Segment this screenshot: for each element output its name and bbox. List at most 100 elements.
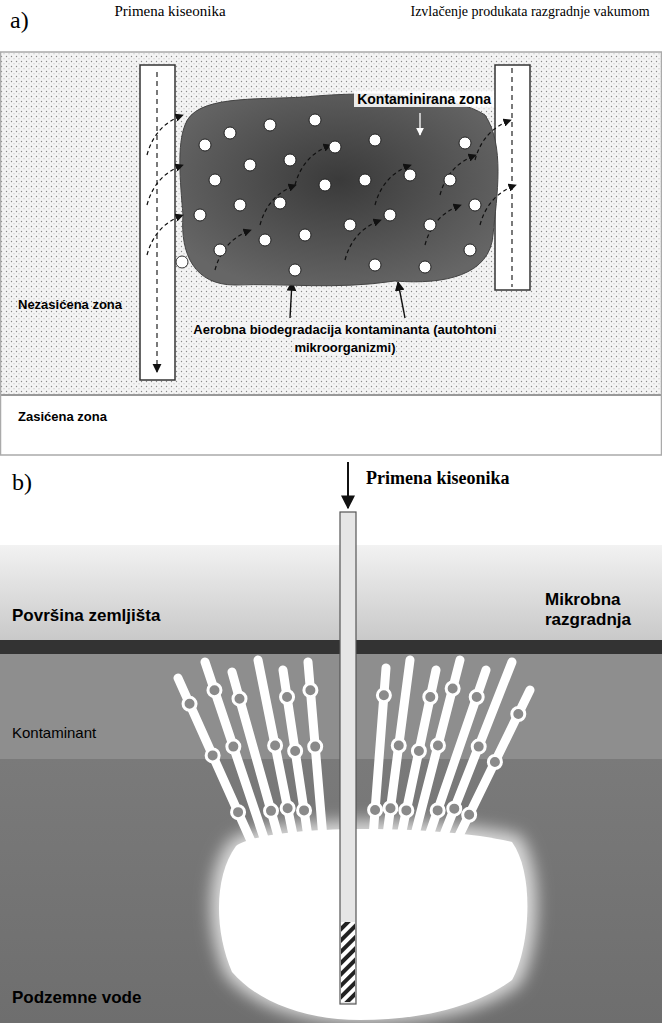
flow-arrow: [425, 205, 461, 245]
microbe-dot: [369, 259, 381, 271]
channel: [452, 690, 530, 850]
microbe-dot: [309, 114, 321, 126]
label-slot: a): [10, 6, 70, 35]
panel-b: [0, 458, 662, 1023]
panel-frame: [1, 52, 662, 455]
microbe-dot: [424, 219, 436, 231]
flow-arrow: [480, 185, 516, 225]
microbe-ring: [304, 684, 317, 697]
microbe-ring: [470, 691, 483, 704]
microbe-ring: [384, 802, 397, 815]
panel-a: [0, 52, 662, 455]
microbe-ring: [183, 697, 196, 710]
microbe-ring: [289, 745, 302, 758]
label-slot: Mikrobna razgradnja: [545, 590, 657, 631]
well-label: Primena kiseonika: [114, 3, 225, 19]
microbe-dot: [444, 174, 456, 186]
microbe-ring: [377, 689, 390, 702]
microbe-ring: [281, 691, 294, 704]
label-slot: b): [12, 468, 72, 497]
label-slot: Površina zemljišta: [12, 606, 252, 626]
sky: [0, 458, 662, 545]
panel-letter: b): [12, 469, 32, 495]
layer-label: Površina zemljišta: [12, 606, 160, 625]
label-slot: Izvlačenje produkata razgradnje vakumom: [405, 2, 655, 21]
leader-arrow: [419, 113, 420, 135]
microbe-dot: [289, 264, 301, 276]
microbe-ring: [206, 749, 219, 762]
microbe-dot: [199, 139, 211, 151]
microbe-dot: [209, 174, 221, 186]
label-slot: Primena kiseonika: [90, 2, 250, 20]
water-table-line: [0, 394, 662, 396]
injection-well: [140, 65, 175, 380]
microbe-ring: [463, 808, 476, 821]
microbe-ring: [227, 740, 240, 753]
contaminated-zone-shape: [175, 85, 500, 290]
microbe-dot: [264, 119, 276, 131]
microbe-dot: [224, 127, 236, 139]
microbe-ring: [369, 803, 382, 816]
pipe-screen: [341, 922, 355, 1002]
extraction-well: [495, 65, 530, 290]
zone-label: Zasićena zona: [15, 409, 110, 424]
microbe-dot: [469, 199, 481, 211]
oxygen-label: Primena kiseonika: [366, 468, 510, 488]
flow-arrow: [440, 155, 476, 195]
groundwater-layer: [0, 759, 662, 1023]
microbe-dot: [234, 199, 246, 211]
microbe-ring: [208, 684, 221, 697]
zone-label: Kontaminirana zona: [354, 91, 494, 107]
microbe-dot: [319, 179, 331, 191]
injection-pipe: [340, 512, 356, 1004]
microbe-ring: [448, 802, 461, 815]
microbe-dot: [194, 209, 206, 221]
microbe-ring: [424, 691, 437, 704]
microbe-ring: [412, 745, 425, 758]
well-label: Izvlačenje produkata razgradnje vakumom: [410, 4, 649, 19]
microbe-ring: [392, 739, 405, 752]
zone-band: Zasićena zona: [0, 395, 662, 455]
soil-surface-layer: [0, 545, 662, 640]
flow-arrow: [147, 115, 183, 155]
leader-arrow: [290, 282, 292, 318]
soil-boundary: [0, 640, 662, 654]
microbe-dot: [419, 261, 431, 273]
label-slot: Primena kiseonika: [366, 468, 626, 490]
flow-arrows: [147, 115, 516, 270]
microbe-dot: [259, 234, 271, 246]
microbe-dot: [404, 169, 416, 181]
microbe-ring: [512, 708, 525, 721]
flow-arrow: [475, 120, 511, 160]
microbe-dot: [459, 137, 471, 149]
microbe-ring: [472, 740, 485, 753]
layer-label: Podzemne vode: [12, 988, 141, 1007]
microbe-dot: [299, 229, 311, 241]
process-label: Aerobna biodegradacija kontaminanta (aut…: [193, 322, 496, 355]
microbe-ring: [431, 739, 444, 752]
microbe-dot: [359, 174, 371, 186]
saturated-ground: [0, 395, 662, 455]
oxygen-flow-arrow: [156, 72, 157, 372]
label-slot: Aerobna biodegradacija kontaminanta (aut…: [190, 320, 500, 356]
flow-arrow: [215, 230, 251, 270]
contaminant-blob: [180, 94, 498, 286]
microbe-dot: [464, 244, 476, 256]
label-slot: Kontaminant: [12, 724, 172, 742]
flow-arrow: [260, 185, 296, 225]
microbe-dot: [369, 134, 381, 146]
contaminant-layer: [0, 654, 662, 759]
panel-letter: a): [10, 7, 29, 33]
microbe-ring: [431, 804, 444, 817]
microbe-dot: [274, 197, 286, 209]
flow-arrow: [345, 220, 381, 260]
zone-label: Nezasićena zona: [15, 297, 125, 312]
microbe-ring: [233, 692, 246, 705]
unsaturated-ground: [0, 52, 662, 395]
microbe-dot: [384, 209, 396, 221]
process-label: Mikrobna razgradnja: [545, 590, 631, 629]
microbe-ring: [232, 806, 245, 819]
microbe-dot: [284, 154, 296, 166]
microbe-dots: [194, 114, 481, 276]
